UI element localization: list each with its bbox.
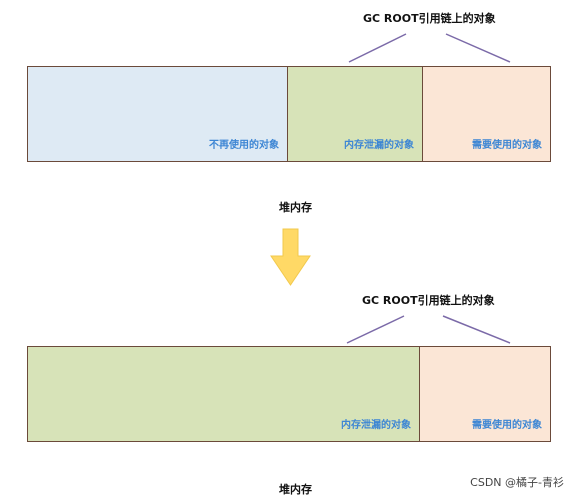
segment-label: 内存泄漏的对象 — [344, 140, 414, 151]
segment-label: 不再使用的对象 — [209, 140, 279, 151]
segment-leaked-objects: 内存泄漏的对象 — [287, 67, 422, 161]
heap-caption-bottom: 堆内存 — [279, 483, 312, 496]
segment-label: 需要使用的对象 — [472, 420, 542, 431]
segment-label: 需要使用的对象 — [472, 140, 542, 151]
gc-root-bracket-right-top — [445, 33, 511, 63]
gc-root-bracket-left-top — [348, 33, 407, 63]
segment-leaked-objects: 内存泄漏的对象 — [28, 347, 419, 441]
segment-needed-objects: 需要使用的对象 — [422, 67, 550, 161]
segment-unused-objects: 不再使用的对象 — [28, 67, 287, 161]
gc-root-bracket-left-bottom — [346, 315, 405, 344]
heap-bar-top: 不再使用的对象 内存泄漏的对象 需要使用的对象 — [27, 66, 551, 162]
down-arrow-icon — [270, 228, 311, 286]
heap-caption-top: 堆内存 — [279, 201, 312, 214]
gc-root-bracket-right-bottom — [442, 315, 511, 344]
segment-needed-objects: 需要使用的对象 — [419, 347, 550, 441]
gc-root-label-top: GC ROOT引用链上的对象 — [363, 12, 496, 25]
watermark: CSDN @橘子-青衫 — [470, 476, 564, 489]
gc-root-label-bottom: GC ROOT引用链上的对象 — [362, 294, 495, 307]
segment-label: 内存泄漏的对象 — [341, 420, 411, 431]
heap-bar-bottom: 内存泄漏的对象 需要使用的对象 — [27, 346, 551, 442]
